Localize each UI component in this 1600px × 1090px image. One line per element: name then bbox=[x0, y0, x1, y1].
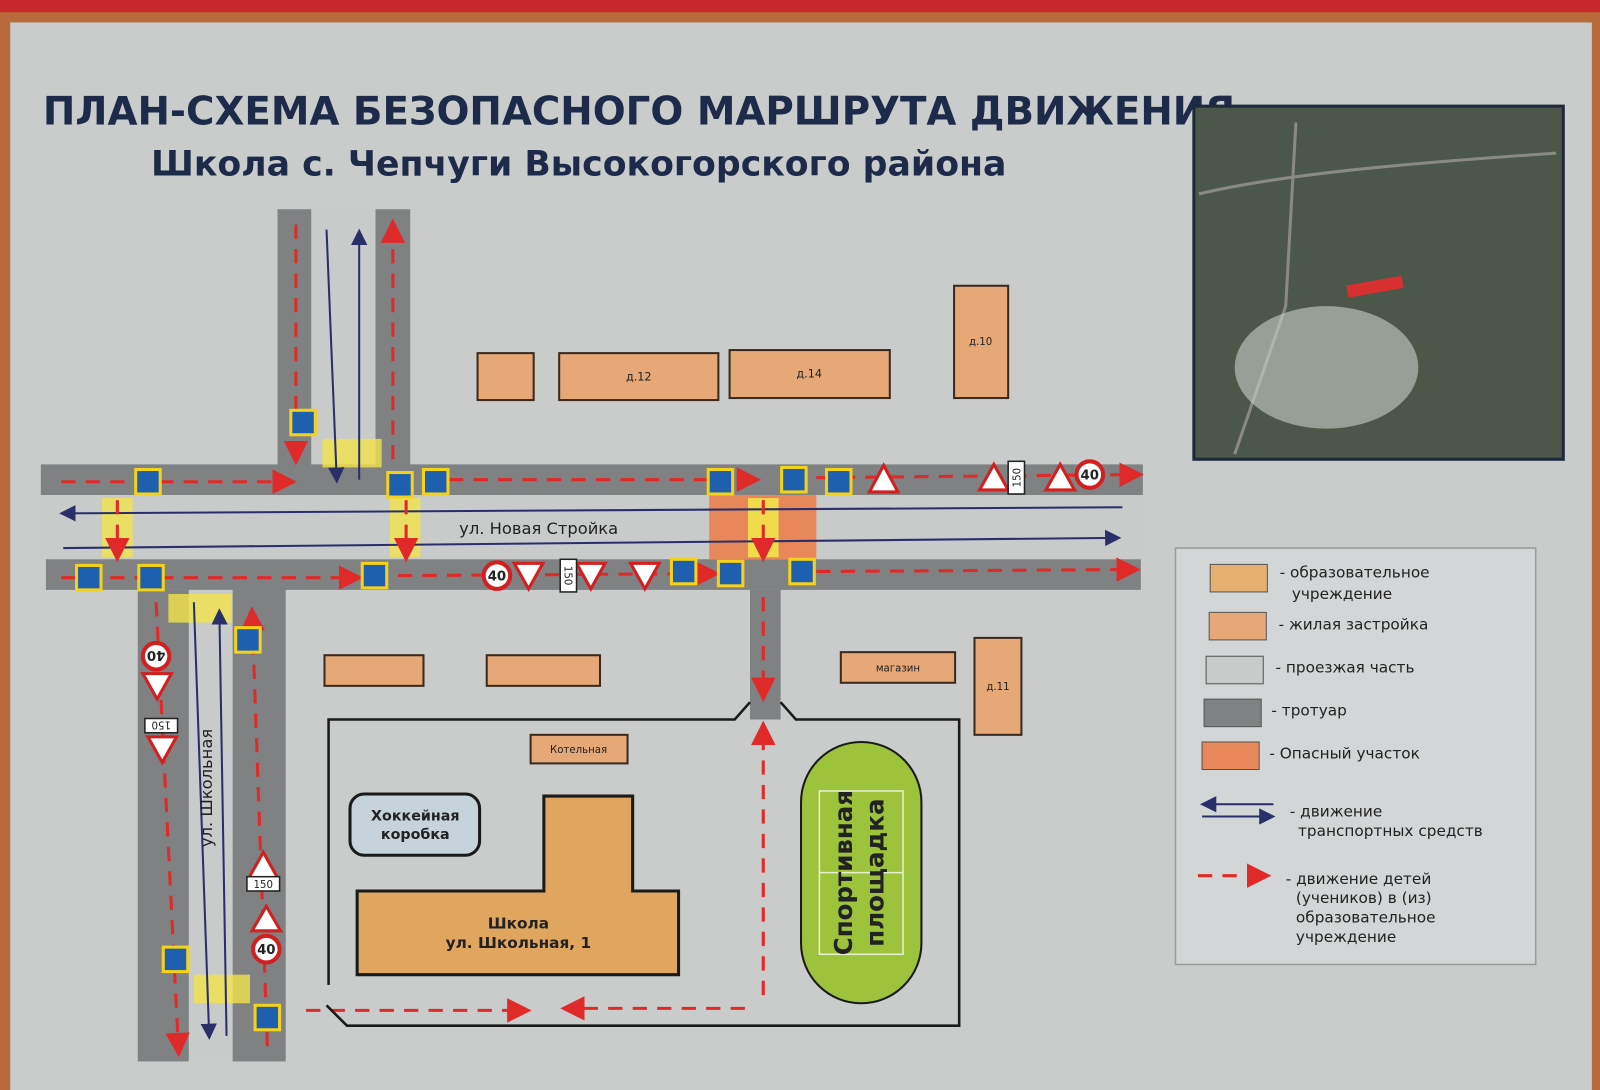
aerial-photo bbox=[1192, 104, 1565, 461]
legend-swatch bbox=[1201, 741, 1260, 771]
speed-limit-sign-icon bbox=[1074, 459, 1106, 490]
crosswalk-sign-icon bbox=[780, 465, 808, 494]
crosswalk-sign-icon bbox=[716, 559, 745, 588]
children-sign-icon bbox=[1043, 461, 1078, 492]
speed-limit-value: 40 bbox=[488, 570, 506, 585]
speed-limit-sign-icon bbox=[140, 640, 172, 672]
speed-limit-sign-icon bbox=[481, 560, 513, 591]
speed-limit-value: 40 bbox=[257, 943, 275, 958]
crosswalk-sign-icon bbox=[75, 563, 103, 592]
crosswalk-sign-icon bbox=[161, 945, 190, 974]
traffic-directions bbox=[59, 228, 1123, 1040]
children-sign-icon bbox=[140, 672, 175, 703]
crosswalk-sign-icon bbox=[253, 1003, 282, 1032]
page-title: ПЛАН-СХЕМА БЕЗОПАСНОГО МАРШРУТА ДВИЖЕНИЯ bbox=[43, 90, 1235, 135]
children-sign-icon bbox=[976, 461, 1011, 492]
building-label: магазин bbox=[876, 664, 920, 675]
sports-field: Спортивная площадка bbox=[800, 740, 923, 1005]
legend-label: - движение bbox=[1290, 802, 1382, 820]
crosswalk-sign-icon bbox=[360, 561, 389, 590]
crosswalk-sign-icon bbox=[421, 467, 450, 496]
sports-field-label: площадка bbox=[861, 799, 890, 947]
speed-limit-value: 40 bbox=[1081, 469, 1099, 484]
legend-label: транспортных средств bbox=[1298, 822, 1483, 840]
building-label: д.14 bbox=[796, 368, 822, 381]
crosswalk-sign-icon bbox=[706, 467, 735, 496]
warning-sign-icon bbox=[628, 561, 662, 593]
school-fence bbox=[325, 701, 961, 1027]
sports-field-label: Спортивная bbox=[829, 790, 858, 955]
distance-plate-value: 150 bbox=[561, 566, 572, 585]
children-sign-icon bbox=[573, 561, 608, 593]
children-routes bbox=[61, 218, 1144, 1058]
road-signs: 40 40 40 40 150 150 150 150 bbox=[75, 408, 1106, 1032]
children-sign-icon bbox=[249, 903, 284, 933]
legend-swatch bbox=[1205, 655, 1264, 685]
legend-label: - Опасный участок bbox=[1269, 744, 1419, 762]
crosswalk-sign-icon bbox=[234, 626, 262, 654]
legend-label: учреждение bbox=[1296, 928, 1396, 946]
top-red-strip bbox=[0, 0, 1600, 13]
legend-swatch bbox=[1208, 611, 1267, 641]
page-subtitle: Школа с. Чепчуги Высокогорского района bbox=[151, 145, 1006, 185]
buildings: д.12 д.14 д.10 магазин д.11 Котельная bbox=[323, 284, 1023, 765]
hockey-rink-label: Хоккейная bbox=[371, 809, 459, 825]
speed-limit-sign-icon bbox=[251, 933, 282, 965]
building-label: д.11 bbox=[986, 682, 1009, 693]
children-sign-icon bbox=[511, 561, 546, 593]
school-address: ул. Школьная, 1 bbox=[446, 934, 591, 952]
legend-label: - движение детей bbox=[1286, 870, 1432, 888]
legend-label: - образовательное bbox=[1280, 564, 1430, 582]
crosswalk-sign-icon bbox=[134, 467, 162, 496]
legend-label: - проезжая часть bbox=[1276, 659, 1415, 677]
distance-plate-value: 150 bbox=[254, 880, 273, 891]
crosswalk-sign-icon bbox=[137, 563, 165, 592]
road-network bbox=[40, 209, 1143, 1062]
distance-plate-value: 150 bbox=[151, 719, 170, 730]
legend-label: (учеников) в (из) bbox=[1296, 889, 1432, 907]
building-label: д.10 bbox=[969, 337, 992, 348]
legend-label: - тротуар bbox=[1271, 701, 1346, 719]
crosswalk-sign-icon bbox=[669, 557, 698, 586]
crosswalk-sign-icon bbox=[289, 408, 317, 437]
warning-sign-icon bbox=[866, 462, 901, 494]
legend-label: учреждение bbox=[1292, 585, 1392, 603]
street-label-novaya-stroyka: ул. Новая Стройка bbox=[459, 519, 618, 538]
legend-swatch bbox=[1209, 563, 1268, 593]
distance-plate bbox=[246, 875, 281, 892]
crosswalk-sign-icon bbox=[386, 471, 414, 499]
children-sign-icon bbox=[145, 735, 180, 766]
school-building bbox=[355, 794, 681, 977]
distance-plate-value: 150 bbox=[1012, 468, 1023, 487]
legend: - образовательное учреждение - жилая зас… bbox=[1174, 547, 1537, 966]
legend-label: образовательное bbox=[1296, 909, 1436, 927]
building-label: Котельная bbox=[550, 745, 607, 756]
building-label: д.12 bbox=[626, 371, 652, 384]
hockey-rink-label: коробка bbox=[381, 827, 450, 843]
distance-plate bbox=[1007, 460, 1026, 495]
school-label: Школа bbox=[488, 915, 549, 933]
street-label-shkolnaya: ул. Школьная bbox=[197, 729, 216, 847]
hockey-rink bbox=[348, 792, 482, 857]
crosswalk-sign-icon bbox=[788, 557, 816, 586]
legend-swatch bbox=[1203, 698, 1262, 728]
distance-plate bbox=[559, 558, 578, 593]
speed-limit-value: 40 bbox=[147, 647, 165, 662]
crosswalk-sign-icon bbox=[825, 467, 853, 496]
legend-label: - жилая застройка bbox=[1279, 616, 1429, 634]
distance-plate bbox=[144, 717, 179, 734]
